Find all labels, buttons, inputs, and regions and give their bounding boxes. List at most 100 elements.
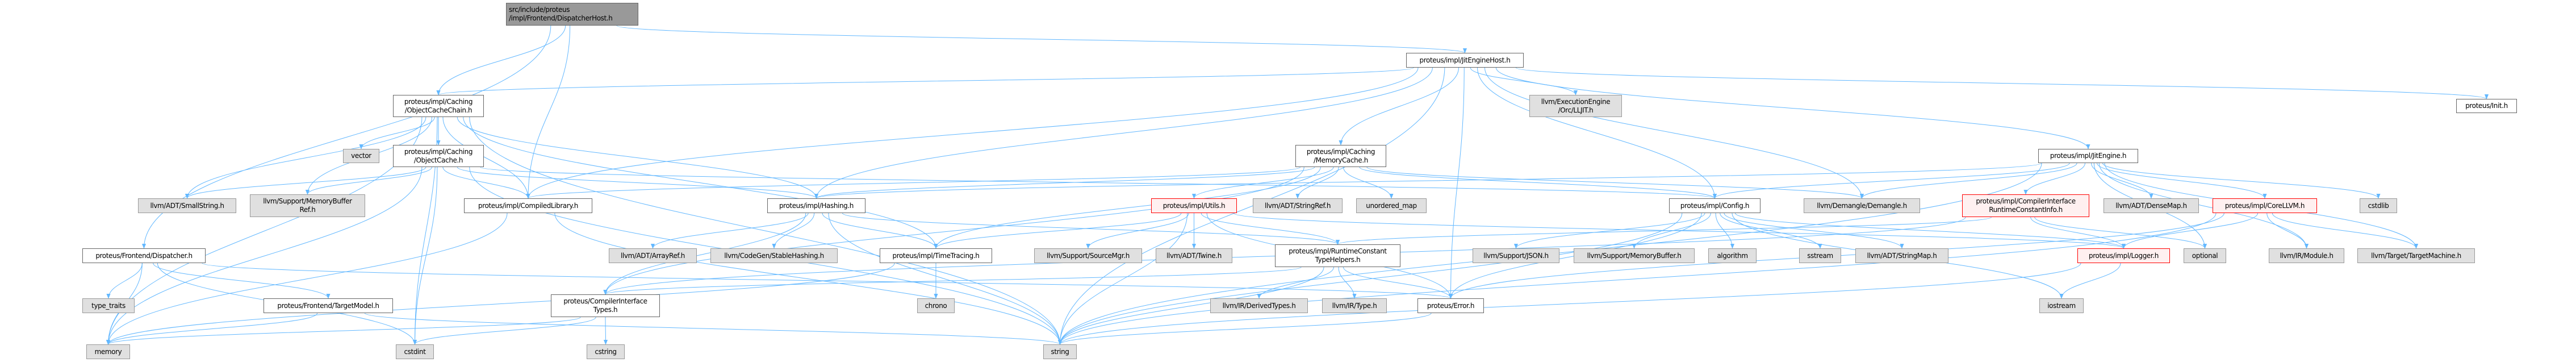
file-node-cstdlib: cstdlib: [2360, 198, 2397, 213]
file-node-llvm-adt-twine-h: llvm/ADT/Twine.h: [1156, 248, 1232, 263]
include-edge-je-to-demangle: [1860, 163, 2077, 199]
file-node-iostream: iostream: [2039, 298, 2084, 313]
include-edge-main-to-occ: [436, 25, 566, 95]
include-edge-cl-to-string: [554, 213, 1063, 345]
include-edge-tmodel-to-memory: [106, 313, 318, 345]
include-edge-jeh-to-init: [1515, 67, 2489, 99]
file-node-proteus-impl-corellvm-h[interactable]: proteus/impl/CoreLLVM.h: [2213, 198, 2317, 213]
include-edge-logger-to-string: [1058, 263, 2081, 345]
file-node-optional: optional: [2184, 248, 2226, 263]
include-edge-hash-to-cit: [603, 213, 806, 295]
include-edge-config-to-sstream: [1720, 213, 1822, 249]
file-node-proteus-impl-config-h[interactable]: proteus/impl/Config.h: [1669, 198, 1760, 213]
file-node-proteus-impl-compiledlibrary-h[interactable]: proteus/impl/CompiledLibrary.h: [464, 198, 592, 213]
file-node-proteus-impl-jitenginehost-h[interactable]: proteus/impl/JitEngineHost.h: [1406, 53, 1524, 68]
include-edge-utils-to-rcth: [1201, 213, 1340, 245]
include-edge-rcth-to-irtype: [1338, 267, 1357, 299]
include-edge-jeh-to-error: [1448, 67, 1465, 299]
include-edge-crci-to-rcth: [1336, 217, 1992, 245]
include-edge-rcth-to-string: [1057, 267, 1324, 345]
include-edge-utils-to-string: [1057, 213, 1188, 345]
file-node-proteus-init-h[interactable]: proteus/Init.h: [2456, 99, 2517, 113]
include-edge-oc-to-hash: [457, 167, 818, 199]
file-node-cstdint: cstdint: [396, 344, 434, 359]
file-node-llvm-support-memorybuffer-h: llvm/Support/MemoryBuffer.h: [1574, 248, 1695, 263]
file-node-llvm-support-memorybuffer-ref-h: llvm/Support/MemoryBuffer Ref.h: [250, 194, 365, 217]
include-edge-occ-to-string: [469, 116, 1063, 345]
include-edge-mc-to-cl: [526, 167, 1300, 199]
include-edge-mc-to-hash: [814, 167, 1315, 199]
file-node-type-traits: type_traits: [82, 298, 135, 313]
file-node-proteus-impl-caching-objectcachechain-h[interactable]: proteus/impl/Caching /ObjectCacheChain.h: [393, 95, 484, 117]
file-node-llvm-demangle-demangle-h: llvm/Demangle/Demangle.h: [1804, 198, 1920, 213]
include-edge-je-to-config: [1713, 163, 2070, 199]
file-node-proteus-impl-caching-memorycache-h[interactable]: proteus/impl/Caching /MemoryCache.h: [1295, 145, 1386, 167]
include-edge-tt-to-memory: [106, 263, 895, 345]
file-node-proteus-impl-caching-objectcache-h[interactable]: proteus/impl/Caching /ObjectCache.h: [393, 145, 484, 167]
include-edge-rcth-to-derived: [1257, 267, 1335, 299]
include-edge-config-to-smap: [1724, 213, 1904, 249]
file-node-proteus-impl-compilerinterface-runtimeconstantinfo-h[interactable]: proteus/impl/CompilerInterface RuntimeCo…: [1962, 194, 2089, 217]
file-node-llvm-adt-stringmap-h: llvm/ADT/StringMap.h: [1855, 248, 1948, 263]
include-edge-hash-to-rcth: [842, 213, 1340, 245]
file-node-vector: vector: [343, 149, 379, 163]
file-node-proteus-impl-logger-h[interactable]: proteus/impl/Logger.h: [2077, 248, 2170, 263]
file-node-llvm-ir-derivedtypes-h: llvm/IR/DerivedTypes.h: [1210, 298, 1308, 313]
include-edge-core-to-string: [1058, 213, 2217, 345]
include-edge-oc-to-cstdint: [412, 167, 438, 345]
include-edge-jeh-to-demangle: [1484, 67, 1864, 199]
include-edge-disp-to-tmodel: [153, 263, 331, 299]
file-node-proteus-impl-runtimeconstant-typehelpers-h[interactable]: proteus/impl/RuntimeConstant TypeHelpers…: [1275, 244, 1400, 267]
file-node-proteus-impl-utils-h[interactable]: proteus/impl/Utils.h: [1151, 198, 1237, 213]
include-edge-mc-to-cit: [603, 167, 1304, 295]
include-edge-rcth-to-error: [1343, 267, 1453, 299]
file-node-proteus-impl-jitengine-h[interactable]: proteus/impl/JitEngine.h: [2038, 149, 2138, 163]
include-edge-mc-to-demangle: [1366, 167, 1864, 199]
file-node-memory: memory: [86, 344, 130, 359]
file-node-llvm-executionengine-orc-lljit-h: llvm/ExecutionEngine /Orc/LLJIT.h: [1529, 95, 1622, 117]
include-edge-tmodel-to-string: [364, 313, 1062, 345]
file-node-proteus-frontend-targetmodel-h[interactable]: proteus/Frontend/TargetModel.h: [264, 298, 393, 313]
file-node-proteus-impl-hashing-h[interactable]: proteus/impl/Hashing.h: [767, 198, 865, 213]
include-edge-error-to-string: [1058, 313, 1432, 345]
current-file-node-src-include-proteus-impl-frontend-dispatcherhost-h[interactable]: src/include/proteus /impl/Frontend/Dispa…: [506, 3, 638, 26]
file-node-proteus-frontend-dispatcher-h[interactable]: proteus/Frontend/Dispatcher.h: [82, 248, 206, 263]
include-edge-occ-to-hash: [457, 116, 819, 199]
include-edge-main-to-cl: [526, 25, 571, 199]
file-node-proteus-error-h[interactable]: proteus/Error.h: [1417, 298, 1484, 313]
include-edge-oc-to-mbr: [305, 167, 432, 195]
file-node-llvm-support-sourcemgr-h: llvm/Support/SourceMgr.h: [1034, 248, 1142, 263]
include-edge-oc-to-config: [480, 167, 1717, 199]
file-node-llvm-ir-module-h: llvm/IR/Module.h: [2269, 248, 2344, 263]
file-node-llvm-adt-smallstring-h: llvm/ADT/SmallString.h: [138, 198, 236, 213]
include-edge-jeh-to-cl: [526, 67, 1419, 199]
include-edge-utils-to-smgr: [1086, 213, 1189, 249]
include-edge-occ-to-ss: [185, 116, 426, 199]
include-edge-oc-to-memory: [106, 167, 423, 345]
include-edge-logger-to-iostream: [2059, 263, 2121, 299]
include-edge-main-to-jeh: [616, 25, 1467, 53]
file-node-llvm-ir-type-h: llvm/IR/Type.h: [1322, 298, 1387, 313]
file-node-llvm-codegen-stablehashing-h: llvm/CodeGen/StableHashing.h: [710, 248, 838, 263]
include-edge-mc-to-config: [1359, 167, 1717, 199]
include-edge-config-to-string: [1057, 213, 1683, 345]
file-node-llvm-adt-densemap-h: llvm/ADT/DenseMap.h: [2104, 198, 2199, 213]
include-edge-je-to-crci: [2023, 163, 2085, 195]
include-edge-jeh-to-string: [1057, 67, 1445, 345]
include-edge-cit-to-memory: [106, 317, 581, 345]
file-node-unordered-map: unordered_map: [1356, 198, 1427, 213]
include-edge-jeh-to-occ: [437, 67, 1414, 95]
include-edge-hash-to-string: [828, 213, 1063, 345]
include-edge-mc-to-utils: [1191, 167, 1334, 199]
include-edge-utils-to-tt: [934, 213, 1182, 249]
include-edge-je-to-dense: [2091, 163, 2153, 199]
file-node-algorithm: algorithm: [1708, 248, 1757, 263]
file-node-proteus-impl-timetracing-h[interactable]: proteus/impl/TimeTracing.h: [880, 248, 992, 263]
include-edge-crci-to-logger: [2030, 217, 2126, 249]
include-edge-je-to-hash: [814, 163, 2042, 199]
include-edge-hash-to-aref: [650, 213, 809, 249]
file-node-proteus-compilerinterface-types-h[interactable]: proteus/CompilerInterface Types.h: [551, 294, 660, 317]
file-node-llvm-adt-arrayref-h: llvm/ADT/ArrayRef.h: [609, 248, 697, 263]
include-edge-cit-to-cstdint: [413, 317, 596, 345]
